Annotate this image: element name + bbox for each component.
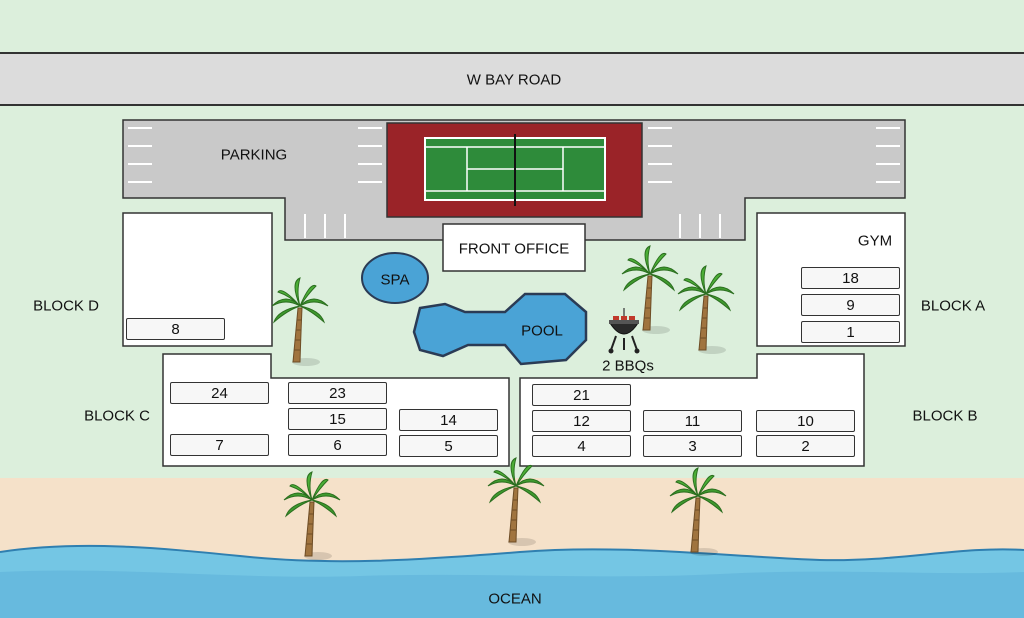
- unit-9[interactable]: 9: [801, 294, 900, 316]
- bbq-grill-icon: [608, 308, 640, 354]
- ocean-wave: [0, 544, 1024, 563]
- unit-18[interactable]: 18: [801, 267, 900, 289]
- unit-21[interactable]: 21: [532, 384, 631, 406]
- unit-6[interactable]: 6: [288, 434, 387, 456]
- front-office-building: [442, 223, 586, 272]
- unit-12[interactable]: 12: [532, 410, 631, 432]
- bbq-label: 2 BBQs: [602, 357, 654, 375]
- front-office-label: FRONT OFFICE: [458, 240, 570, 258]
- unit-11[interactable]: 11: [643, 410, 742, 432]
- block-d-label: BLOCK D: [33, 297, 99, 315]
- unit-14[interactable]: 14: [399, 409, 498, 431]
- block-c-label: BLOCK C: [84, 407, 150, 425]
- unit-2[interactable]: 2: [756, 435, 855, 457]
- block-a-label: BLOCK A: [920, 297, 986, 315]
- road: [0, 52, 1024, 106]
- unit-24[interactable]: 24: [170, 382, 269, 404]
- unit-1[interactable]: 1: [801, 321, 900, 343]
- pool-label: POOL: [521, 322, 563, 340]
- unit-23[interactable]: 23: [288, 382, 387, 404]
- spa-label: SPA: [380, 271, 410, 289]
- unit-4[interactable]: 4: [532, 435, 631, 457]
- unit-15[interactable]: 15: [288, 408, 387, 430]
- swimming-pool: [412, 292, 588, 366]
- unit-7[interactable]: 7: [170, 434, 269, 456]
- unit-5[interactable]: 5: [399, 435, 498, 457]
- gym-label: GYM: [857, 232, 893, 250]
- unit-10[interactable]: 10: [756, 410, 855, 432]
- unit-3[interactable]: 3: [643, 435, 742, 457]
- ocean-label: OCEAN: [488, 590, 542, 608]
- ocean-wave-2: [0, 570, 1024, 618]
- parking-stripes: [128, 127, 900, 238]
- parking-label: PARKING: [220, 146, 288, 164]
- block-b-label: BLOCK B: [912, 407, 978, 425]
- unit-8[interactable]: 8: [126, 318, 225, 340]
- spa-pool: [361, 252, 429, 304]
- road-label: W BAY ROAD: [466, 71, 562, 89]
